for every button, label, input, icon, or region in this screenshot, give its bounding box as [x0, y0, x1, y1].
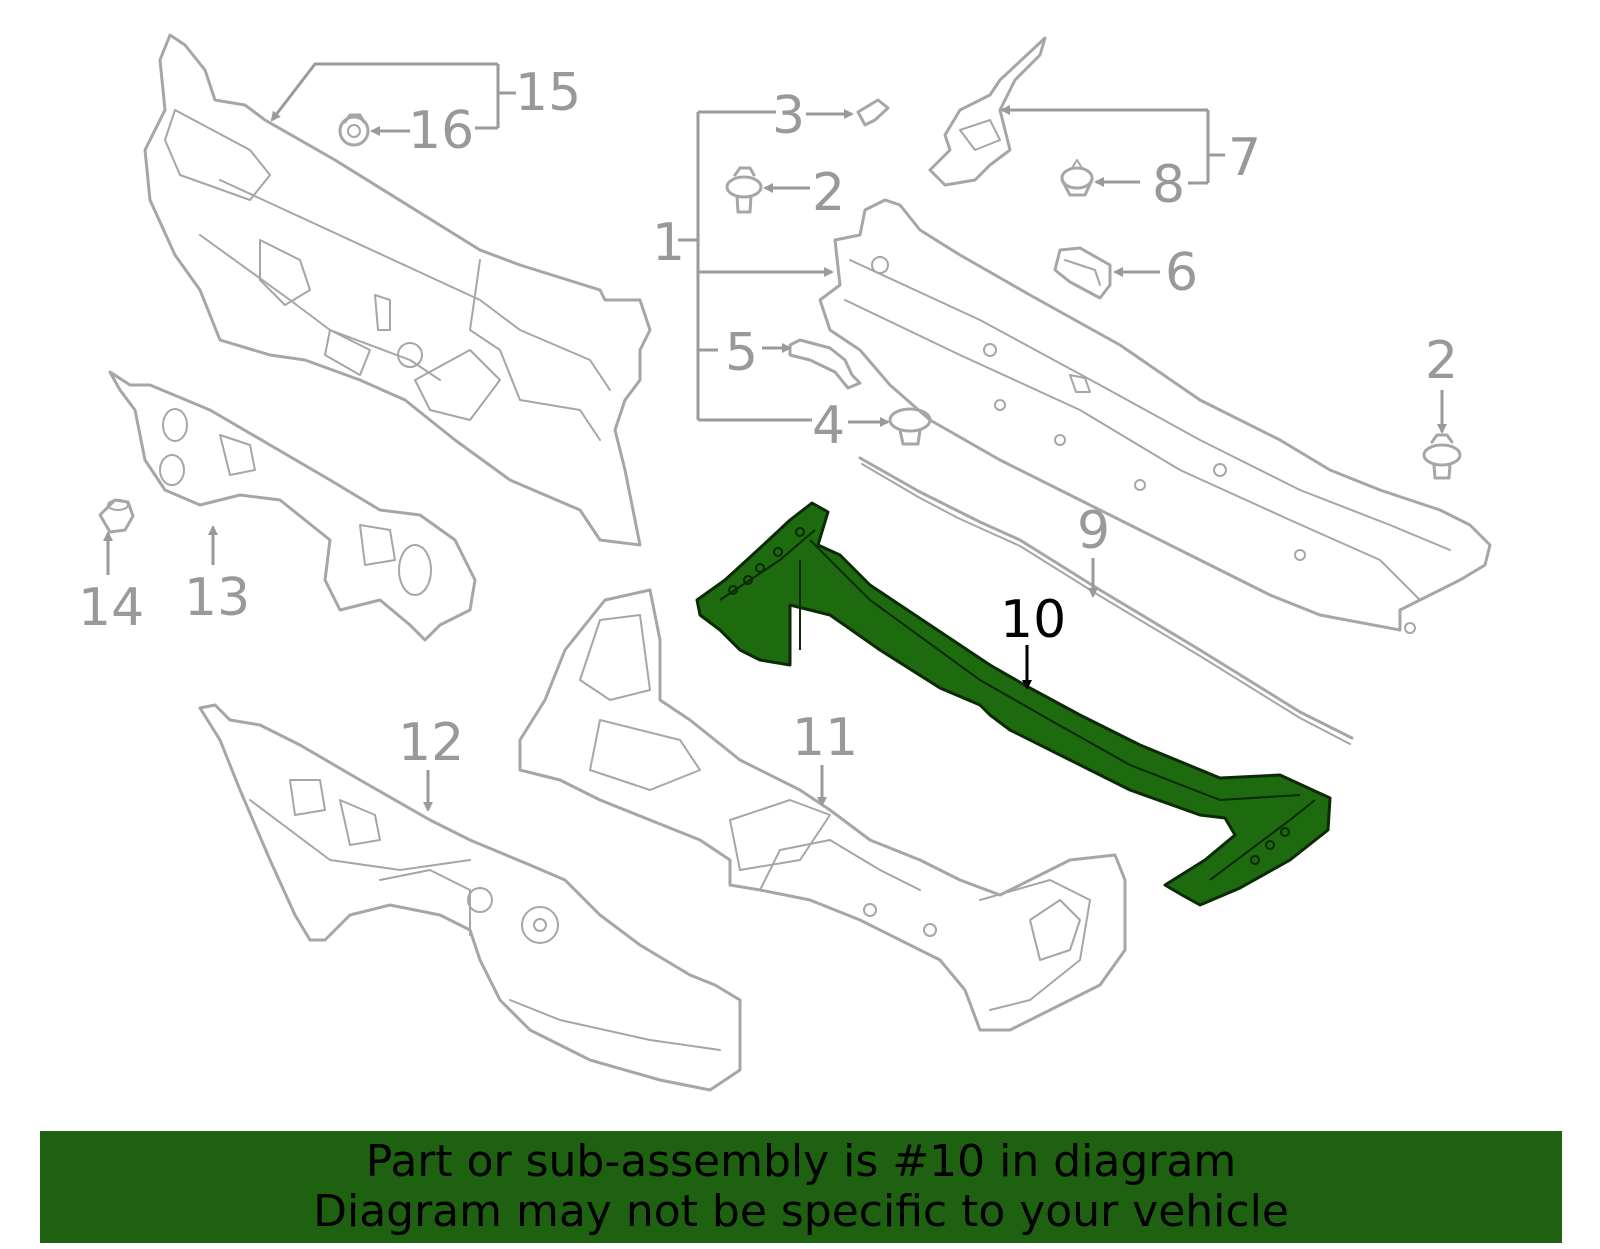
part-12-dash-panel	[198, 703, 742, 1092]
part-4-clip	[888, 407, 932, 446]
callout-11: 11	[792, 708, 858, 768]
part-1-cowl-top	[818, 198, 1492, 634]
callout-10: 10	[1000, 590, 1066, 650]
part-6-bracket	[1053, 246, 1112, 300]
part-10-crossmember-highlight	[695, 501, 1332, 907]
callout-14: 14	[78, 578, 144, 638]
callout-2-right: 2	[1425, 331, 1458, 391]
callout-3: 3	[772, 86, 805, 146]
part-2-clip-right	[1422, 433, 1462, 480]
part-15-dash-insulator	[143, 33, 652, 547]
part-11-cowl-panel	[518, 588, 1127, 1032]
banner-line-1: Part or sub-assembly is #10 in diagram	[365, 1136, 1237, 1187]
part-2-clip-upper	[725, 166, 763, 214]
info-banner: Part or sub-assembly is #10 in diagram D…	[40, 1131, 1562, 1243]
part-3-bracket	[856, 98, 890, 127]
part-13-insulator	[108, 370, 477, 642]
callout-13: 13	[184, 568, 250, 628]
callout-8: 8	[1152, 155, 1185, 215]
callout-9: 9	[1077, 501, 1110, 561]
part-14-grommet	[98, 498, 135, 534]
callout-15: 15	[515, 63, 581, 123]
leader-lines	[103, 62, 1447, 812]
part-16-clip	[338, 113, 370, 147]
banner-line-2: Diagram may not be specific to your vehi…	[313, 1186, 1289, 1237]
part-8-clip	[1060, 159, 1094, 197]
callout-12: 12	[398, 713, 464, 773]
callout-2-upper: 2	[812, 163, 845, 223]
callout-4: 4	[812, 396, 845, 456]
part-9-weatherstrip	[858, 456, 1354, 745]
callout-5: 5	[725, 323, 758, 383]
callout-1: 1	[652, 213, 685, 273]
part-7-bracket	[928, 36, 1047, 187]
callout-7: 7	[1228, 128, 1261, 188]
callout-16: 16	[408, 101, 474, 161]
callout-6: 6	[1165, 243, 1198, 303]
part-5-bracket	[788, 338, 862, 390]
